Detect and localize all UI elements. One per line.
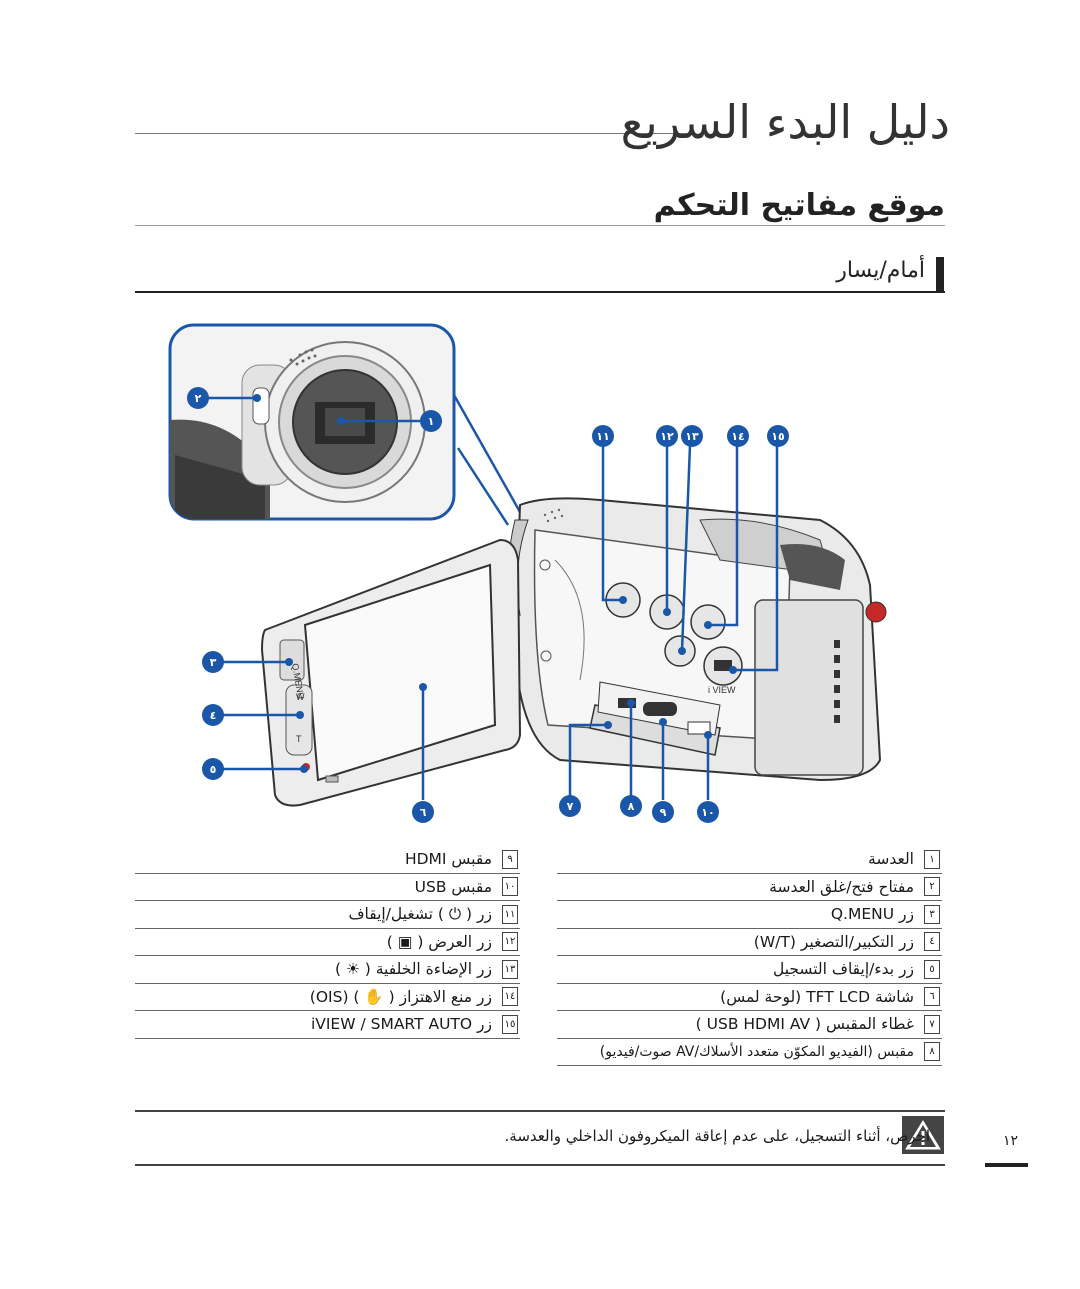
subsection-rule bbox=[135, 291, 945, 293]
legend-row: ٧ غطاء المقبس ( USB HDMI AV ) bbox=[557, 1011, 942, 1039]
callout-dots bbox=[253, 394, 737, 773]
callout-11: ١١ bbox=[596, 430, 609, 443]
legend-label: العدسة bbox=[868, 850, 914, 869]
subsection-marker bbox=[936, 257, 944, 291]
legend-number: ٤ bbox=[924, 932, 940, 952]
callout-15: ١٥ bbox=[771, 430, 785, 443]
legend-number: ٧ bbox=[924, 1014, 940, 1034]
section-heading: موقع مفاتيح التحكم bbox=[653, 188, 945, 223]
callout-10: ١٠ bbox=[701, 806, 714, 819]
legend-number: ٢ bbox=[924, 877, 940, 897]
camcorder-diagram: Q.MENU W T i VIEW ٢ ١ ٣ ٤ ٥ ٦ ٧ ٨ ٩ ١٠ ١… bbox=[168, 323, 887, 823]
legend-number: ١٤ bbox=[502, 987, 518, 1007]
caution-rule-top bbox=[135, 1110, 945, 1112]
legend-number: ٣ bbox=[924, 904, 940, 924]
callout-4: ٤ bbox=[210, 709, 217, 722]
camera-buttons bbox=[539, 559, 743, 686]
callout-3: ٣ bbox=[210, 656, 217, 669]
legend-table-right: ١ العدسة ٢ مفتاح فتح/غلق العدسة ٣ زر Q.M… bbox=[557, 846, 942, 1066]
legend-row: ٤ زر التكبير/التصغير (W/T) bbox=[557, 929, 942, 956]
callout-7: ٧ bbox=[567, 800, 574, 813]
legend-row: ١١ زر ( ⏻ ) تشغيل/إيقاف bbox=[135, 901, 520, 929]
warning-icon bbox=[902, 1116, 944, 1154]
subsection-heading: أمام/يسار bbox=[836, 258, 925, 283]
legend-row: ١ العدسة bbox=[557, 846, 942, 874]
callout-2: ٢ bbox=[195, 392, 202, 405]
legend-label: زر Q.MENU bbox=[830, 905, 914, 924]
legend-row: ١٢ زر العرض ( ▣ ) bbox=[135, 929, 520, 956]
legend-number: ١ bbox=[924, 849, 940, 869]
lens-inset bbox=[168, 323, 456, 521]
section-rule bbox=[135, 225, 945, 226]
legend-number: ١٢ bbox=[502, 932, 518, 952]
page-number-bar bbox=[985, 1163, 1028, 1167]
legend-label: زر منع الاهتزاز ( ✋ ) (OIS) bbox=[309, 987, 492, 1006]
legend-row: ٣ زر Q.MENU bbox=[557, 901, 942, 929]
caution-rule-bottom bbox=[135, 1164, 945, 1166]
callout-leaders bbox=[198, 396, 779, 800]
legend-row: ٥ زر بدء/إيقاف التسجيل bbox=[557, 956, 942, 984]
legend-row: ١٥ زر iVIEW / SMART AUTO bbox=[135, 1011, 520, 1039]
legend-label: زر ( ⏻ ) تشغيل/إيقاف bbox=[348, 904, 492, 923]
callout-12: ١٢ bbox=[660, 430, 674, 443]
zoom-w-label: W bbox=[296, 692, 305, 702]
zoom-t-label: T bbox=[296, 734, 302, 744]
legend-label: غطاء المقبس ( USB HDMI AV ) bbox=[695, 1015, 914, 1034]
title-rule bbox=[135, 133, 695, 134]
legend-number: ٥ bbox=[924, 959, 940, 979]
callout-6: ٦ bbox=[420, 806, 427, 819]
legend-table-left: ٩ مقبس HDMI ١٠ مقبس USB ١١ زر ( ⏻ ) تشغي… bbox=[135, 846, 520, 1039]
page-number: ١٢ bbox=[1003, 1133, 1019, 1149]
legend-label: زر العرض ( ▣ ) bbox=[386, 932, 492, 951]
legend-label: زر الإضاءة الخلفية ( ☀ ) bbox=[334, 960, 492, 979]
legend-row: ١٠ مقبس USB bbox=[135, 874, 520, 901]
legend-label: زر بدء/إيقاف التسجيل bbox=[773, 960, 914, 979]
legend-row: ٩ مقبس HDMI bbox=[135, 846, 520, 874]
legend-number: ٩ bbox=[502, 849, 518, 869]
callout-9: ٩ bbox=[660, 806, 667, 819]
legend-label: شاشة TFT LCD (لوحة لمس) bbox=[720, 987, 914, 1006]
legend-row: ٨ مقبس (الفيديو المكوّن متعدد الأسلاك/AV… bbox=[557, 1039, 942, 1066]
caution-text: احرص، أثناء التسجيل، على عدم إعاقة الميك… bbox=[504, 1127, 930, 1145]
legend-row: ٦ شاشة TFT LCD (لوحة لمس) bbox=[557, 984, 942, 1011]
legend-row: ١٤ زر منع الاهتزاز ( ✋ ) (OIS) bbox=[135, 984, 520, 1011]
legend-number: ٦ bbox=[924, 987, 940, 1007]
legend-number: ١٣ bbox=[502, 959, 518, 979]
legend-label: مقبس USB bbox=[414, 877, 492, 896]
legend-row: ٢ مفتاح فتح/غلق العدسة bbox=[557, 874, 942, 901]
iview-label: i VIEW bbox=[708, 685, 736, 695]
legend-label: مقبس (الفيديو المكوّن متعدد الأسلاك/AV ص… bbox=[599, 1043, 914, 1060]
callout-5: ٥ bbox=[210, 763, 217, 776]
legend-number: ١١ bbox=[502, 904, 518, 924]
lcd-panel bbox=[260, 538, 522, 807]
legend-label: مقبس HDMI bbox=[404, 850, 492, 869]
page-title: دليل البدء السريع bbox=[620, 95, 950, 149]
legend-label: زر التكبير/التصغير (W/T) bbox=[753, 932, 914, 951]
callout-8: ٨ bbox=[628, 800, 635, 813]
legend-label: مفتاح فتح/غلق العدسة bbox=[769, 877, 914, 896]
legend-number: ١٠ bbox=[502, 877, 518, 897]
legend-number: ٨ bbox=[924, 1042, 940, 1062]
legend-label: زر iVIEW / SMART AUTO bbox=[310, 1015, 492, 1034]
legend-number: ١٥ bbox=[502, 1014, 518, 1034]
callout-13: ١٣ bbox=[685, 430, 699, 443]
legend-row: ١٣ زر الإضاءة الخلفية ( ☀ ) bbox=[135, 956, 520, 984]
callout-1: ١ bbox=[428, 415, 435, 428]
callout-14: ١٤ bbox=[731, 430, 744, 443]
